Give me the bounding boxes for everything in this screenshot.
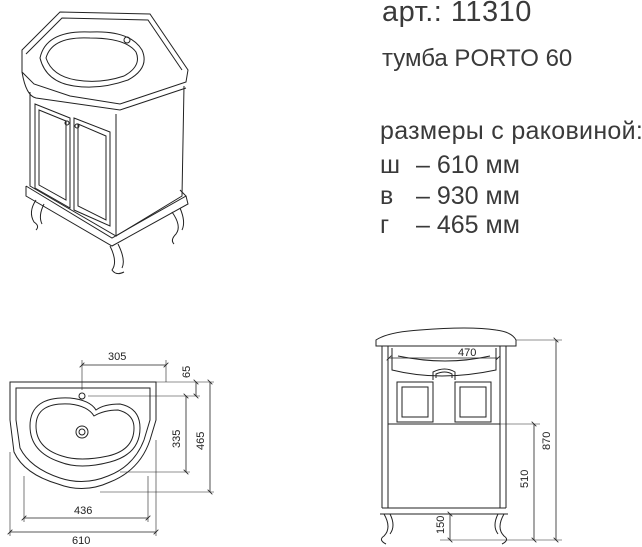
dim-465-label: 465 [195, 432, 207, 450]
dim-150-label: 150 [435, 516, 447, 534]
dim-335-label: 335 [171, 430, 183, 448]
dim-610-label: 610 [72, 535, 90, 547]
front-view [375, 327, 562, 545]
article-number: арт.: 11310 [382, 0, 532, 28]
perspective-view [21, 11, 189, 275]
product-model: тумба PORTO 60 [382, 45, 573, 72]
dim-870-label: 870 [541, 432, 553, 450]
dim-305-label: 305 [108, 351, 126, 363]
dimension-key: в [380, 182, 394, 210]
dim-510-label: 510 [519, 470, 531, 488]
dimension-value: – 465 мм [416, 211, 520, 239]
top-view [10, 360, 214, 536]
dim-65-label: 65 [181, 366, 193, 378]
dim-436-label: 436 [74, 505, 92, 517]
dimension-value: – 610 мм [416, 151, 520, 179]
dimensions-title: размеры с раковиной: [380, 117, 642, 145]
dimension-key: г [380, 211, 390, 239]
dim-470-label: 470 [458, 347, 476, 359]
dimension-key: ш [380, 151, 401, 179]
dimension-value: – 930 мм [416, 182, 520, 210]
